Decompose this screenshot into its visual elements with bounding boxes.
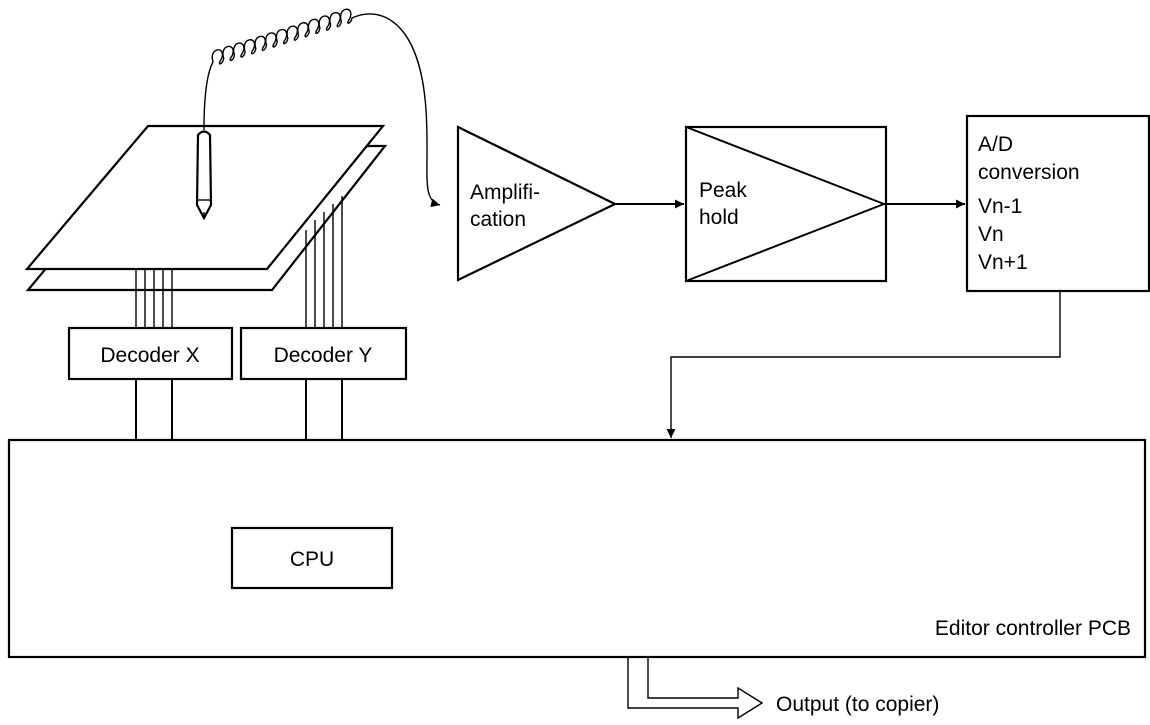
cpu-label: CPU — [290, 548, 334, 571]
editor-controller-pcb — [7, 438, 1147, 659]
decoder-x-label: Decoder X — [100, 344, 199, 367]
peak-hold-label: Peak hold — [699, 179, 753, 229]
stylus-pen — [195, 130, 213, 221]
cpu-box — [230, 526, 394, 590]
ad-to-pcb-arrow — [666, 291, 1061, 438]
ad-conversion-box — [965, 114, 1150, 293]
decoder-x-wires — [135, 270, 173, 328]
ad-conversion-label: A/D conversion Vn-1 Vn Vn+1 — [978, 133, 1085, 274]
decoder-pcb-links — [135, 379, 343, 440]
decoder-y-wires — [305, 196, 343, 328]
decoder-y-label: Decoder Y — [274, 344, 373, 367]
output-label: Output (to copier) — [776, 693, 939, 716]
output-arrow — [627, 657, 764, 720]
peak-hold-block — [684, 125, 888, 283]
coiled-cable — [203, 8, 441, 208]
amplifier-triangle — [456, 125, 618, 282]
pcb-label: Editor controller PCB — [935, 617, 1131, 640]
decoder-y-box — [239, 326, 408, 381]
decoder-x-box — [67, 326, 234, 381]
amplification-label: Amplifi- cation — [470, 181, 546, 231]
